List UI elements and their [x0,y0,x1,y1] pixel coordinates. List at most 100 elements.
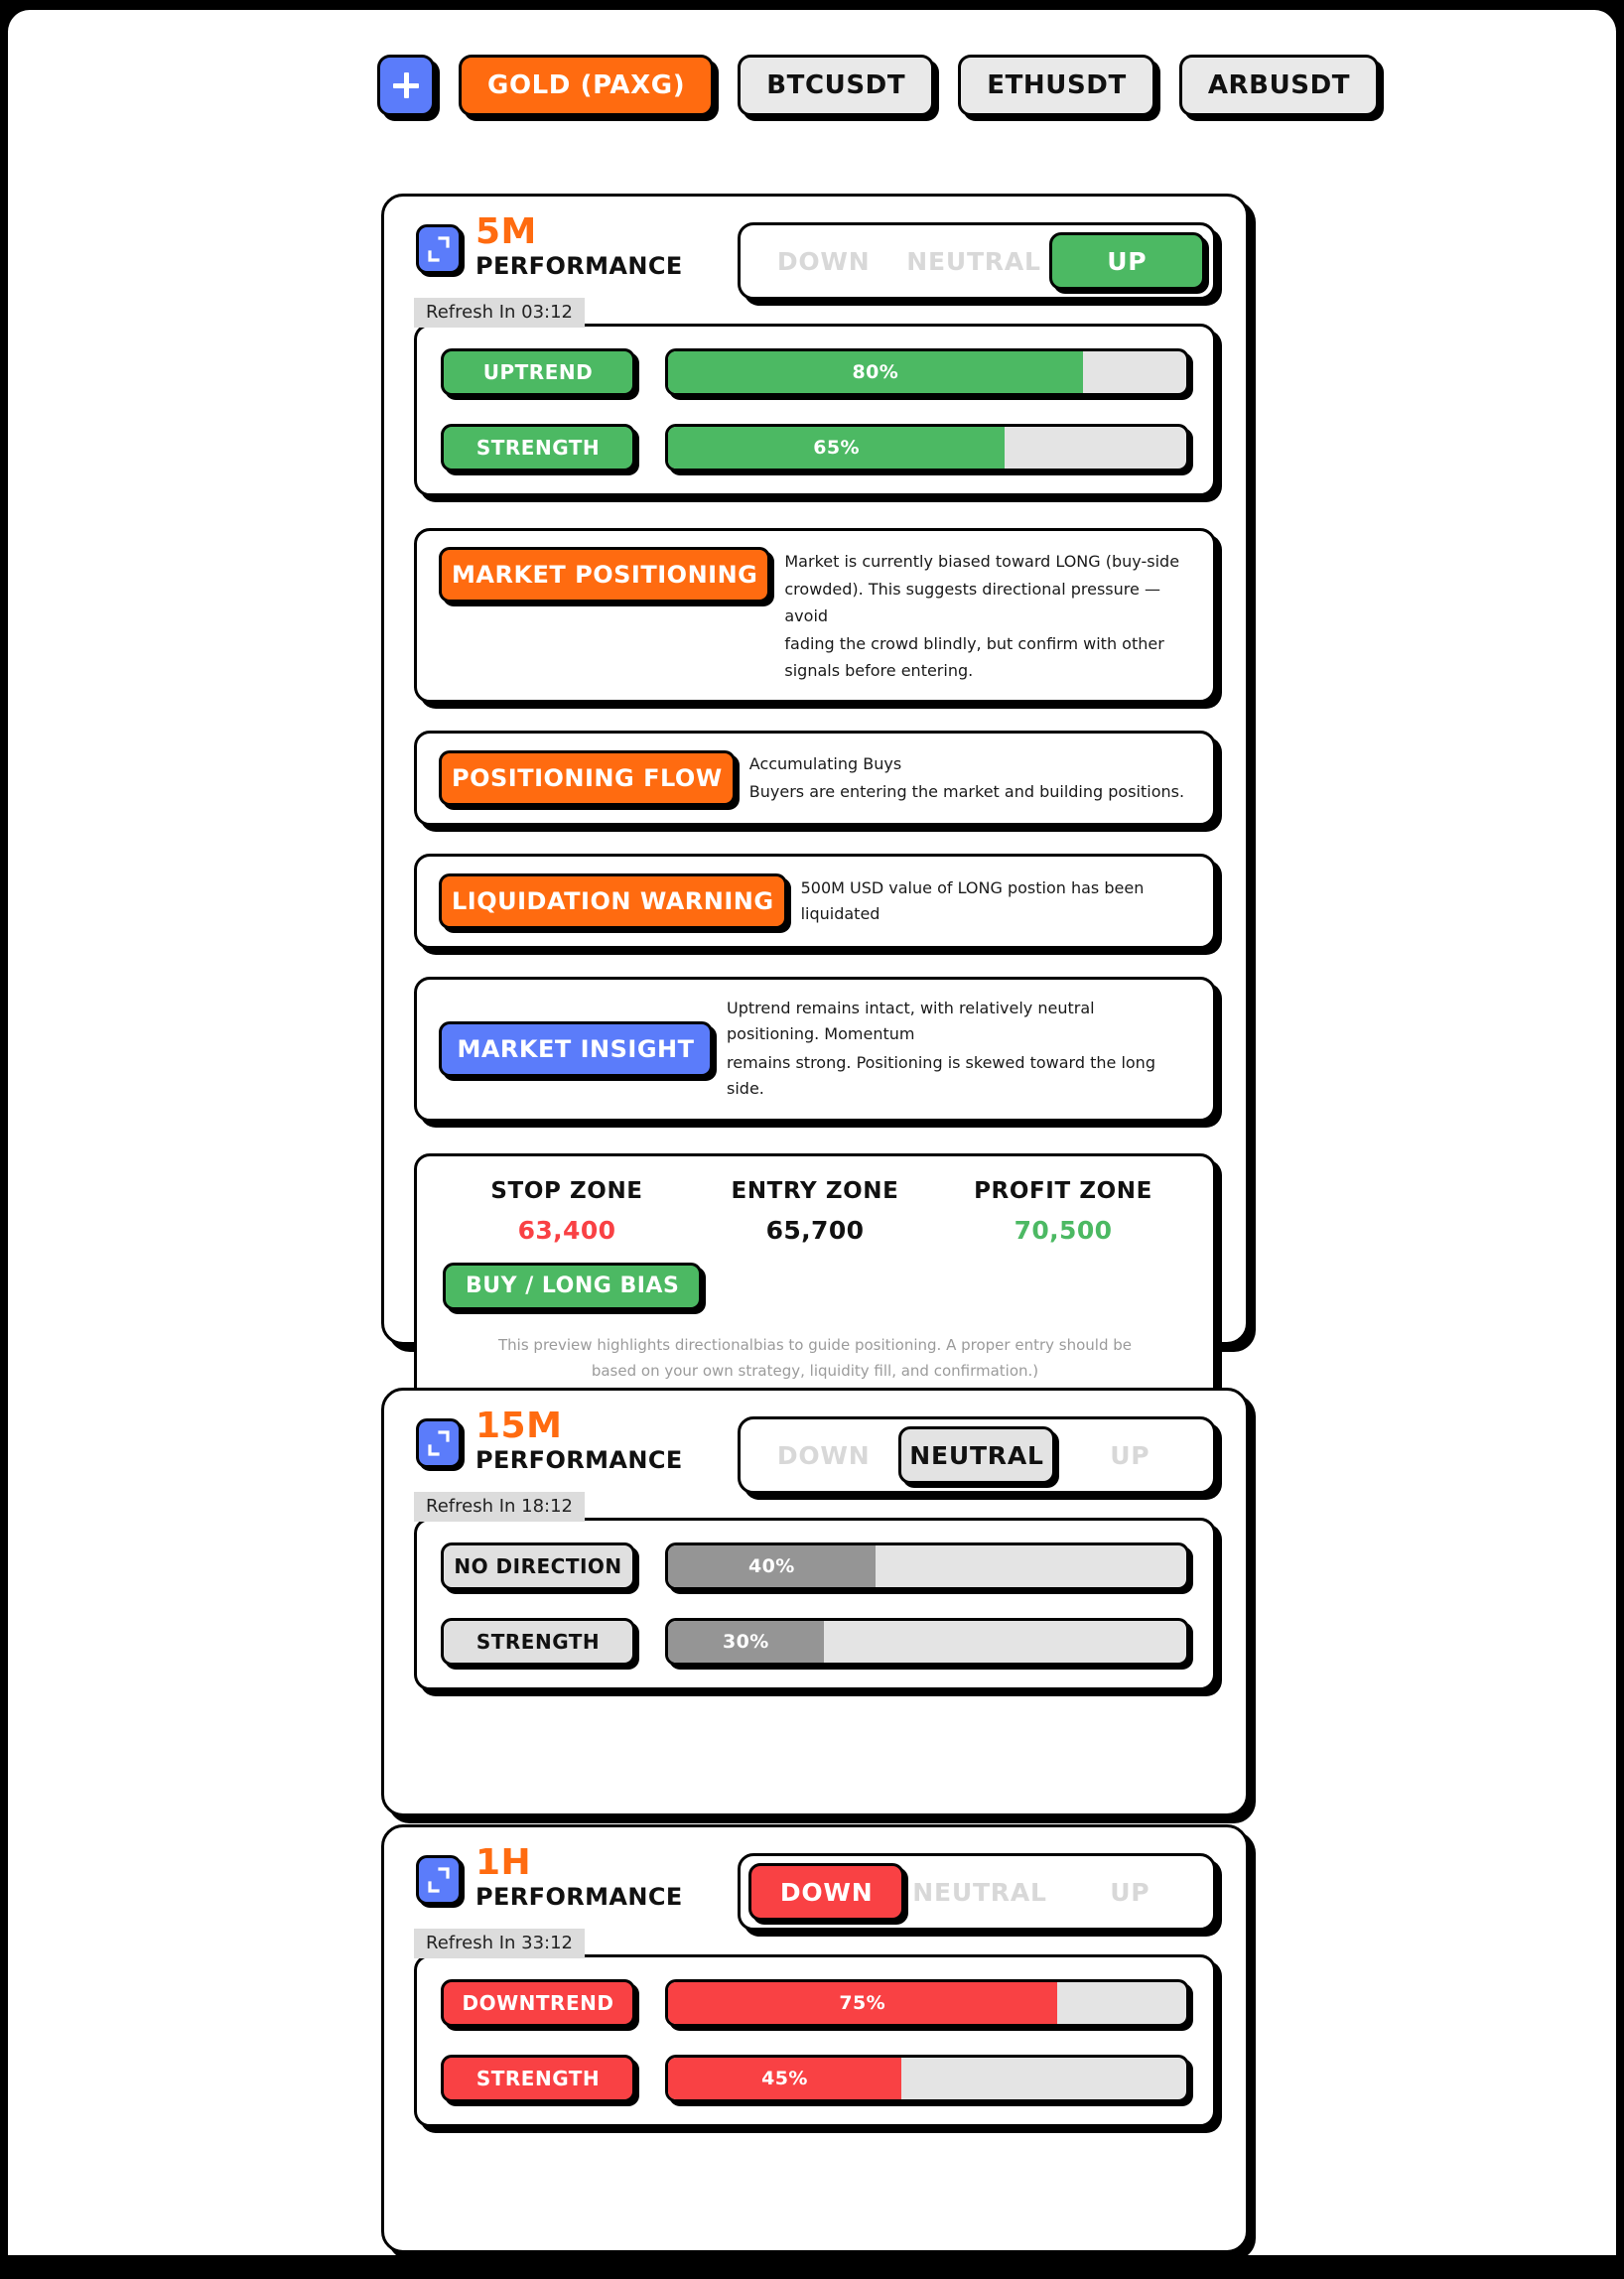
info-row-market-insight: MARKET INSIGHT Uptrend remains intact, w… [414,976,1216,1122]
direction-option-down[interactable]: DOWN [776,246,871,276]
direction-selector-1h[interactable]: DOWN NEUTRAL UP [738,1853,1216,1931]
metric-progress-bar: 65% [665,424,1189,471]
disclaimer-line: This preview highlights directionalbias … [498,1335,1132,1354]
add-symbol-button[interactable] [377,55,435,116]
direction-option-neutral[interactable]: NEUTRAL [912,1877,1047,1907]
symbol-tab-label: ARBUSDT [1207,70,1351,100]
info-label: MARKET INSIGHT [439,1020,713,1077]
performance-label: PERFORMANCE [475,1883,683,1911]
direction-option-neutral[interactable]: NEUTRAL [898,1426,1055,1484]
expand-corners-icon[interactable] [416,224,462,274]
zone-name: STOP ZONE [490,1177,643,1204]
timeframe-card-15m: 15M PERFORMANCE Refresh In 18:12 DOWN NE… [381,1388,1249,1816]
zone-profit: PROFIT ZONE 70,500 [939,1178,1187,1245]
card-title-15m: 15M PERFORMANCE [475,1406,683,1474]
metric-row: STRENGTH 45% [441,2055,1189,2102]
progress-fill: 30% [668,1621,824,1663]
zone-value: 63,400 [517,1215,616,1245]
progress-percent: 65% [813,437,860,459]
metric-row: STRENGTH 65% [441,424,1189,471]
direction-option-down[interactable]: DOWN [748,1863,905,1921]
info-body: Accumulating Buys Buyers are entering th… [749,751,1191,806]
zone-grid: STOP ZONE 63,400 ENTRY ZONE 65,700 PROFI… [443,1178,1187,1245]
metric-progress-bar: 45% [665,2055,1189,2102]
direction-option-up[interactable]: UP [1048,232,1205,290]
zone-entry: ENTRY ZONE 65,700 [691,1178,939,1245]
metric-progress-bar: 40% [665,1542,1189,1590]
card-header-5m: 5M PERFORMANCE Refresh In 03:12 DOWN NEU… [384,197,1246,328]
zone-name: ENTRY ZONE [731,1177,899,1204]
direction-selector-15m[interactable]: DOWN NEUTRAL UP [738,1416,1216,1494]
card-title-5m: 5M PERFORMANCE [475,211,683,280]
info-label: LIQUIDATION WARNING [439,872,787,929]
metric-chip: STRENGTH [441,1618,635,1666]
direction-option-up[interactable]: UP [1110,1440,1150,1470]
metric-row: UPTREND 80% [441,348,1189,396]
metric-row: STRENGTH 30% [441,1618,1189,1666]
progress-percent: 30% [722,1631,769,1653]
progress-percent: 75% [839,1992,886,2014]
info-label: POSITIONING FLOW [439,749,736,806]
progress-fill: 65% [668,427,1006,469]
zone-stop: STOP ZONE 63,400 [443,1178,691,1245]
progress-percent: 45% [761,2068,808,2089]
info-line: fading the crowd blindly, but confirm wi… [784,634,1164,680]
refresh-timer-5m: Refresh In 03:12 [414,298,586,328]
progress-fill: 40% [668,1545,876,1587]
zone-value: 65,700 [765,1215,865,1245]
expand-corners-icon[interactable] [416,1855,462,1905]
info-line: Accumulating Buys [748,753,902,773]
timeframe-label: 15M [475,1406,563,1446]
symbol-tab-strip[interactable]: GOLD (PAXG) BTCUSDT ETHUSDT ARBUSDT [377,55,1547,132]
plus-icon [393,72,419,98]
timeframe-label: 5M [475,211,537,252]
card-header-1h: 1H PERFORMANCE Refresh In 33:12 DOWN NEU… [384,1827,1246,1958]
symbol-tab-label: BTCUSDT [766,70,906,100]
symbol-tab-label: GOLD (PAXG) [487,70,686,100]
direction-option-up[interactable]: UP [1110,1877,1150,1907]
info-line: 500M USD value of LONG postion has been … [800,877,1145,923]
info-line: remains strong. Positioning is skewed to… [727,1052,1155,1099]
info-body: 500M USD value of LONG postion has been … [801,875,1191,928]
progress-fill: 45% [668,2058,901,2099]
direction-option-down[interactable]: DOWN [776,1440,871,1470]
performance-label: PERFORMANCE [475,1446,683,1474]
metric-chip: UPTREND [441,348,635,396]
trade-zones-panel: STOP ZONE 63,400 ENTRY ZONE 65,700 PROFI… [414,1152,1216,1408]
expand-corners-icon[interactable] [416,1418,462,1468]
info-body: Market is currently biased toward LONG (… [784,547,1191,684]
metric-row: DOWNTREND 75% [441,1979,1189,2027]
metrics-panel-15m: NO DIRECTION 40% STRENGTH 30% [414,1518,1216,1690]
disclaimer-line: based on your own strategy, liquidity fi… [591,1361,1039,1380]
metric-progress-bar: 80% [665,348,1189,396]
timeframe-label: 1H [475,1842,532,1883]
direction-selector-5m[interactable]: DOWN NEUTRAL UP [738,222,1216,300]
performance-label: PERFORMANCE [475,252,683,280]
metrics-panel-1h: DOWNTREND 75% STRENGTH 45% [414,1954,1216,2127]
info-line: crowded). This suggests directional pres… [784,580,1160,625]
timeframe-card-1h: 1H PERFORMANCE Refresh In 33:12 DOWN NEU… [381,1824,1249,2253]
info-row-positioning-flow: POSITIONING FLOW Accumulating Buys Buyer… [414,730,1216,826]
symbol-tab-label: ETHUSDT [987,70,1127,100]
progress-fill: 75% [668,1982,1057,2024]
symbol-tab-ethusdt[interactable]: ETHUSDT [958,55,1155,116]
symbol-tab-arbusdt[interactable]: ARBUSDT [1178,55,1380,116]
metric-chip: NO DIRECTION [441,1542,635,1590]
progress-percent: 40% [748,1555,795,1577]
info-row-liquidation-warning: LIQUIDATION WARNING 500M USD value of LO… [414,853,1216,949]
info-line: Market is currently biased toward LONG (… [784,552,1180,571]
info-row-market-positioning: MARKET POSITIONING Market is currently b… [414,528,1216,703]
page-surface: GOLD (PAXG) BTCUSDT ETHUSDT ARBUSDT [8,10,1616,2255]
bias-badge: BUY / LONG BIAS [443,1262,703,1310]
info-line: Buyers are entering the market and build… [748,781,1185,801]
info-label: MARKET POSITIONING [439,547,771,603]
symbol-tab-gold-paxg[interactable]: GOLD (PAXG) [459,55,715,116]
direction-option-neutral[interactable]: NEUTRAL [906,246,1041,276]
metric-row: NO DIRECTION 40% [441,1542,1189,1590]
symbol-tab-btcusdt[interactable]: BTCUSDT [738,55,935,116]
metrics-panel-5m: UPTREND 80% STRENGTH 65% [414,324,1216,496]
metric-chip: DOWNTREND [441,1979,635,2027]
progress-fill: 80% [668,351,1083,393]
zone-name: PROFIT ZONE [974,1177,1152,1204]
